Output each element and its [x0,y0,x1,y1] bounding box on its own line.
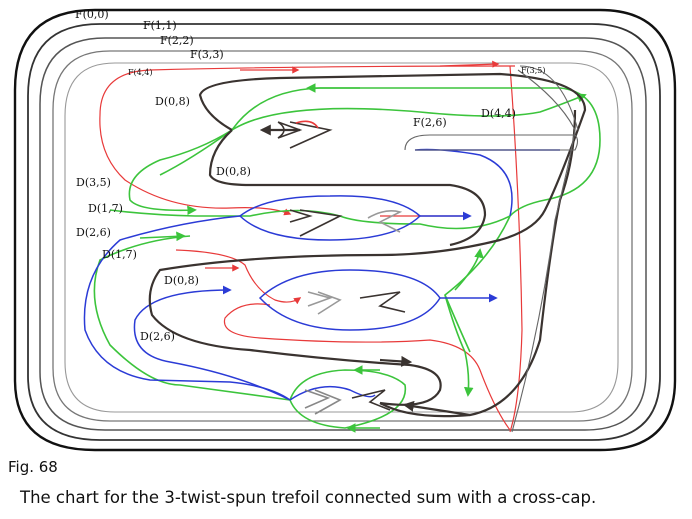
green-curve-upper-right [231,87,601,217]
frame-loop-f33 [52,50,633,422]
frame-loop-f44 [64,62,619,413]
label-d17-b: D(1,7) [102,248,137,261]
label-f00: F(0,0) [75,8,109,21]
gray-f35-line [511,69,576,433]
glyphs [277,120,406,415]
blue-loop-upper [238,195,422,241]
dark-curves [148,72,587,418]
glyph-lower-gray [304,389,342,415]
label-f26: F(2,6) [413,116,447,129]
label-f44: F(4,4) [128,68,153,77]
label-d17-a: D(1,7) [88,202,123,215]
glyph-lower-dark [351,389,391,411]
figure-number: Fig. 68 [8,458,58,476]
glyph-top-dark [277,121,333,149]
label-d08-mid: D(0,8) [216,165,251,178]
green-right-bottom [444,294,471,353]
blue-curves [83,148,560,401]
gray-f26-loop [404,134,579,151]
green-lower-loop [289,369,407,429]
label-f22: F(2,2) [160,34,194,47]
dark-curve-mid [208,129,487,247]
label-d26-b: D(2,6) [140,330,175,343]
blue-lower-inner [289,385,376,401]
label-d26-a: D(2,6) [76,226,111,239]
green-curve-center [231,93,587,131]
chart-labels: F(0,0) F(1,1) F(2,2) F(3,3) F(4,4) F(3,5… [75,8,546,343]
glyph-middle-dark [359,291,406,313]
label-d08-low: D(0,8) [164,274,199,287]
label-d35: D(3,5) [76,176,111,189]
glyph-upper-mid-dark [289,209,343,237]
green-mid-band [109,209,511,230]
blue-curve-d44 [414,148,560,217]
label-f11: F(1,1) [143,19,177,32]
green-curve-upper-left [128,129,233,216]
figure-caption: The chart for the 3-twist-spun trefoil c… [20,488,597,507]
gray-top-right [519,65,579,131]
frame-loop-f11 [27,23,661,441]
dark-arrow-bottom [402,400,471,417]
dark-curve-top-d08 [148,72,587,406]
blue-lower-loop-left [133,285,291,401]
red-curve-top [99,65,516,216]
label-d08-top: D(0,8) [155,95,190,108]
red-curve-lower [223,303,511,431]
green-curve-d26 [93,235,291,401]
red-arrow-topright [439,60,500,68]
green-arrow-d26 [139,231,186,242]
frame-loop-f00 [13,8,677,452]
green-right-drop [444,215,511,397]
green-right-up [454,248,484,291]
blue-lower-left [83,215,291,401]
blue-loop-middle [258,269,441,331]
green-curves [93,83,601,433]
dark-curve-bottom [379,109,577,418]
frame-loops [13,8,677,452]
glyph-upper-mid-gray [367,210,403,233]
glyph-middle-gray [307,291,342,315]
label-f33: F(3,3) [190,48,224,61]
glyph-top-red [295,120,319,129]
frame-loop-f22 [39,37,647,431]
red-curve-middle [175,249,302,305]
gray-curves [404,65,579,433]
label-d44: D(4,4) [481,107,516,120]
label-f35: F(3,5) [521,66,546,75]
red-curve-right [509,65,523,433]
green-loop-left [159,129,233,176]
dark-arrow-lower [379,355,413,367]
